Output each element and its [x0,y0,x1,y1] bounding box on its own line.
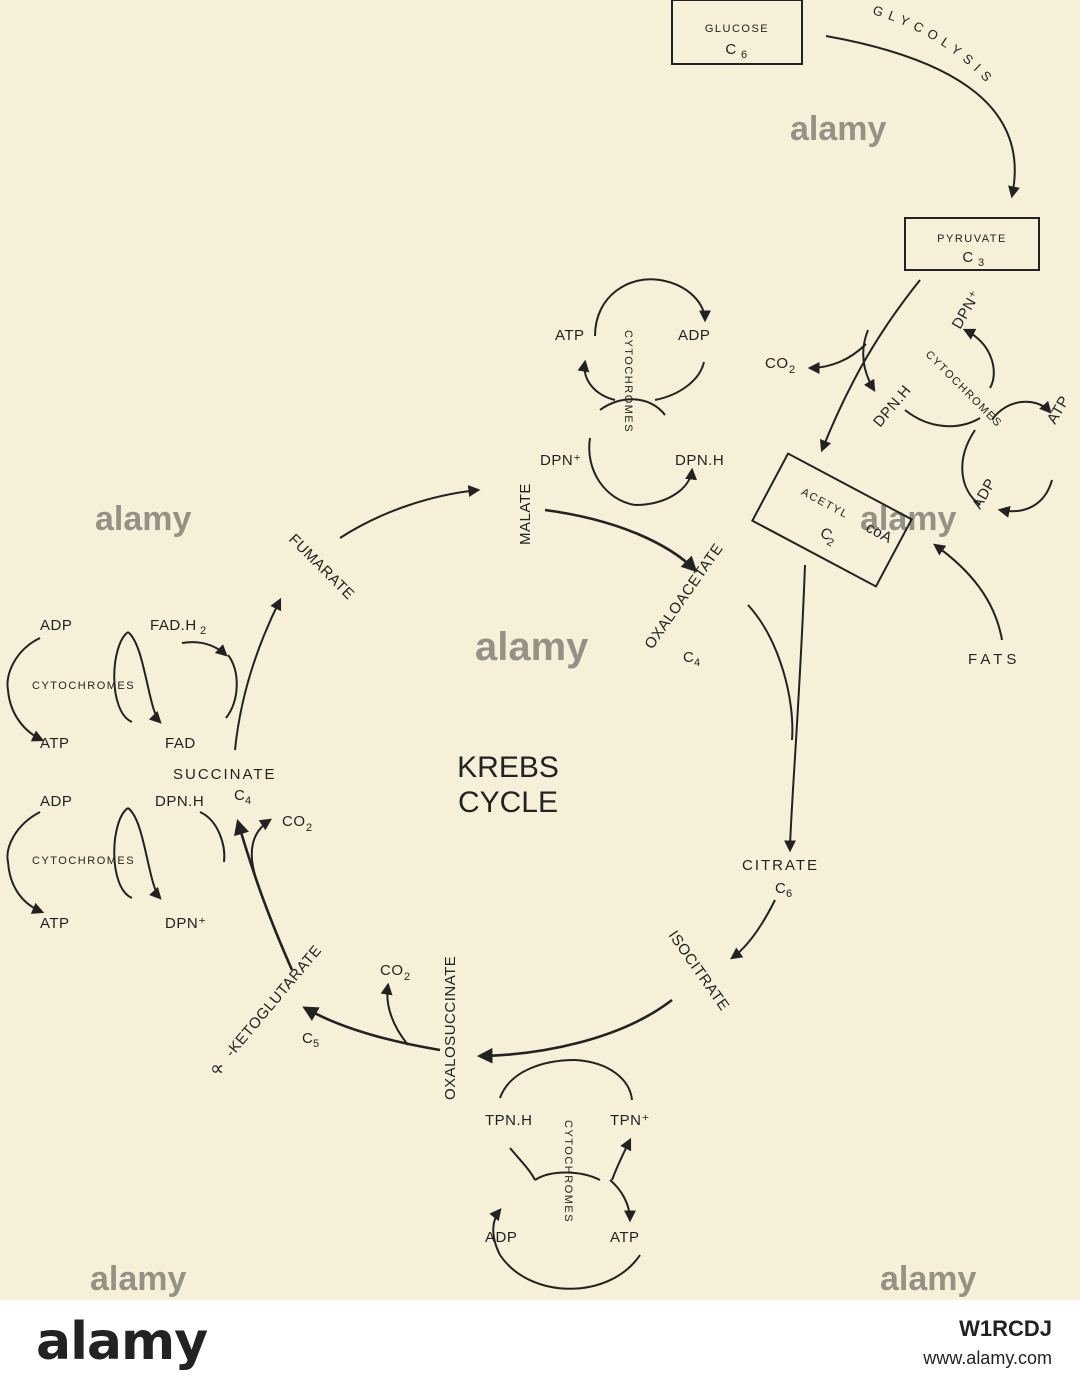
malate-dpnh-label: DPN.H [675,452,724,469]
malate-cytochromes-label: CYTOCHROMES [622,330,634,433]
pyruvate-co2-label: CO [765,355,789,372]
succinate-label: SUCCINATE [173,766,277,783]
fad-cytochromes-label: CYTOCHROMES [32,680,135,692]
fad-label: FAD [165,735,196,752]
dpn-h-label: DPN.H [155,793,204,810]
dpn-adp-label: ADP [40,793,72,810]
pyruvate-label: PYRUVATE [937,233,1007,245]
dpn-atp-label: ATP [40,915,70,932]
glucose-carbon-sub: 6 [741,49,747,61]
image-id: W1RCDJ [959,1316,1052,1341]
glycolysis-label: GLYCOLYSIS [871,2,999,88]
pyruvate-atp-label: ATP [1044,393,1074,427]
stock-watermark: alamy alamy alamy alamy alamy alamy [90,110,976,1298]
malate-label: MALATE [517,483,534,545]
watermark-text: alamy [860,500,956,538]
ketoglutarate-co2-label: CO [282,813,306,830]
oxalosuccinate-co2-label: CO [380,962,404,979]
fad-adp-label: ADP [40,617,72,634]
oxalosuccinate-to-ketoglutarate-arrow [302,1006,441,1052]
fad-h-sub: 2 [200,625,206,637]
citrate-carbon-sub: 6 [786,888,792,900]
glycolysis-arrow [825,35,1020,199]
watermark-text: alamy [880,1260,976,1298]
oxaloacetate-carbon-sub: 4 [694,657,700,669]
glucose-box: GLUCOSE C 6 [671,0,803,65]
malate-dpnplus-label: DPN⁺ [540,452,582,469]
glucose-label: GLUCOSE [705,23,769,35]
oxalosuccinate-tpn-cytochrome-loop: TPN.H TPN⁺ CYTOCHROMES ADP ATP [485,1059,650,1290]
ketoglutarate-alpha: ∝ [210,1058,225,1080]
watermark-text: alamy [475,625,589,669]
fats-label: FATS [968,651,1020,668]
pyruvate-carbon-sub: 3 [978,257,984,269]
fumarate-to-malate-arrow [339,485,481,539]
fad-atp-label: ATP [40,735,70,752]
dpn-plus-label: DPN⁺ [165,915,207,932]
oxalosuccinate-co2-sub: 2 [404,971,410,983]
malate-to-oxaloacetate-arrow [544,508,698,573]
footer-info: W1RCDJ www.alamy.com [923,1316,1052,1369]
ketoglutarate-co2-sub: 2 [306,822,312,834]
pyruvate-to-acetyl-arrow [819,279,921,453]
fumarate-label: FUMARATE [285,531,357,603]
ketoglutarate-carbon: C [302,1030,313,1047]
site-url: www.alamy.com [923,1348,1052,1368]
fad-h-label: FAD.H [150,617,197,634]
tpn-cytochromes-label: CYTOCHROMES [562,1120,574,1223]
citrate-label: CITRATE [742,857,819,874]
acetyl-to-citrate-arrow [784,564,806,853]
tpn-h-label: TPN.H [485,1112,533,1129]
pyruvate-dpnh-label: DPN.H [870,382,915,431]
oxalosuccinate-label: OXALOSUCCINATE [442,956,459,1100]
alamy-logo: alamy [36,1312,208,1372]
watermark-text: alamy [90,1260,186,1298]
tpn-adp-label: ADP [485,1229,517,1246]
malate-atp-label: ATP [555,327,585,344]
isocitrate-label: ISOCITRATE [665,928,733,1015]
citrate-to-isocitrate-arrow [730,899,776,960]
succinate-dpn-cytochrome-loop: ADP DPN.H CYTOCHROMES ATP DPN⁺ [6,793,226,932]
pyruvate-co2-sub: 2 [789,364,795,376]
succinate-to-fumarate-arrow [234,597,282,751]
watermark-text: alamy [95,500,191,538]
pyruvate-dpnplus-label: DPN⁺ [949,287,985,332]
krebs-title-line2: CYCLE [458,786,558,819]
watermark-text: alamy [790,110,886,148]
krebs-title-line1: KREBS [457,751,559,784]
citrate-carbon: C [775,880,786,897]
malate-adp-label: ADP [678,327,710,344]
krebs-cycle-diagram: alamy alamy alamy alamy alamy alamy GLUC… [6,0,1074,1298]
acetyl-carbon-sub: 2 [825,536,836,549]
tpn-atp-label: ATP [610,1229,640,1246]
pyruvate-cytochrome-loop: CYTOCHROMES DPN.H DPN⁺ ATP ADP [862,287,1074,518]
pyruvate-carbon: C [962,249,973,266]
pyruvate-box: PYRUVATE C 3 [904,217,1040,271]
tpn-plus-label: TPN⁺ [610,1112,650,1129]
acetyl-label: ACETYL [799,486,850,521]
fats-arrow [933,543,1003,641]
oxalosuccinate-co2-arrow [380,982,409,1046]
pyruvate-adp-label: ADP [969,475,1000,512]
glucose-carbon: C [725,41,736,58]
isocitrate-to-oxalosuccinate-arrow [476,998,673,1064]
ketoglutarate-to-succinate-arrow [234,819,294,971]
oxaloacetate-carbon: C [683,649,694,666]
dpn-cytochromes-label: CYTOCHROMES [32,855,135,867]
oxaloacetate-join-line [747,604,794,741]
pyruvate-co2-arrow [807,343,867,374]
stock-footer: alamy W1RCDJ www.alamy.com [0,1300,1080,1390]
glycolysis-text: GLYCOLYSIS [871,2,993,88]
oxaloacetate-label: OXALOACETATE [641,540,726,652]
fad-cytochrome-loop: ADP FAD.H 2 CYTOCHROMES ATP FAD [6,617,238,752]
ketoglutarate-carbon-sub: 5 [313,1038,319,1050]
succinate-carbon: C [234,787,245,804]
ketoglutarate-co2-arrow [250,818,272,876]
succinate-carbon-sub: 4 [245,795,251,807]
malate-cytochrome-loop: ATP ADP DPN⁺ DPN.H CYTOCHROMES [540,278,724,506]
